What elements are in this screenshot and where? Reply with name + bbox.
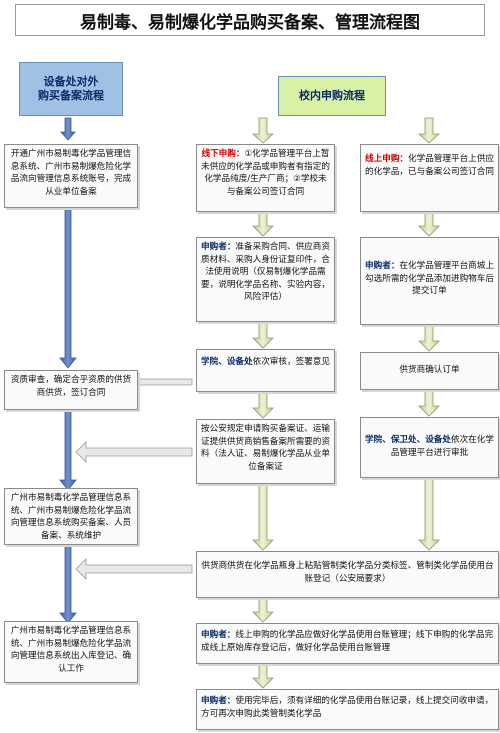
online-applicant-box: 申购者：在化学品管理平台商城上勾选所需的化学品添加进购物车后提交订单 <box>360 237 499 325</box>
online-applicant-text: 在化学品管理平台商城上勾选所需的化学品添加进购物车后提交订单 <box>365 261 494 296</box>
online-apply-prefix: 线上申购： <box>365 154 409 164</box>
applicant-return-prefix: 申购者： <box>201 696 236 706</box>
header-left: 设备处对外 购买备案流程 <box>19 62 123 116</box>
offline-apply-text: ①化学品管理平台上暂未供应的化学品或申购者有指定的化学品纯度/生产厂商；②学校未… <box>201 149 330 197</box>
offline-review-prefix: 学院、设备处 <box>201 357 253 367</box>
online-green-arrows <box>417 117 441 551</box>
offline-review-box: 学院、设备处依次审核，签署意见 <box>196 349 335 392</box>
applicant-return-text: 使用完毕后，须有详细的化学品使用台账记录，线上提交问收申请，方可再次申购此类管制… <box>201 696 494 719</box>
left-blue-arrows <box>59 117 77 624</box>
online-approval-prefix: 学院、保卫处、设备处 <box>365 435 451 445</box>
left-box-system-account: 开通广州市易制毒化学品管理信息系统、广州市易制爆危险化学品流向管理信息系统账号，… <box>4 144 138 208</box>
offline-applicant-text: 准备采购合同、供应商资质材料、采购人身份证复印件，合法使用说明（仅易制爆化学品需… <box>201 242 330 302</box>
online-apply-text: 化学品管理平台上供应的化学品，已与备案公司签订合同 <box>365 154 494 177</box>
left-box-qualification-review: 资质审查，确定合乎资质的供货商供货，签订合同 <box>4 370 138 410</box>
applicant-ledger-prefix: 申购者： <box>201 630 236 640</box>
header-right: 校内申购流程 <box>278 76 386 116</box>
offline-green-arrows <box>251 117 275 689</box>
online-applicant-prefix: 申购者： <box>365 261 400 271</box>
supplier-delivery-box: 供货商供货在化学品瓶身上粘贴管制类化学品分类标签、管制类化学品使用台账登记（公安… <box>196 551 499 598</box>
online-supplier-confirm-box: 供货商确认订单 <box>360 352 499 390</box>
applicant-ledger-text: 线上申购的化学品应做好化学品使用台账管理；线下申购的化学品完成线上原始库存登记后… <box>201 630 494 653</box>
left-box-purchase-filing: 广州市易制毒化学品管理信息系统、广州市易制爆危险化学品流向管理信息系统购买备案、… <box>4 488 138 545</box>
offline-applicant-prefix: 申购者： <box>201 242 236 252</box>
offline-applicant-box: 申购者：准备采购合同、供应商资质材料、采购人身份证复印件，合法使用说明（仅易制爆… <box>196 237 335 322</box>
online-approval-box: 学院、保卫处、设备处依次在化学品管理平台进行审批 <box>360 417 499 478</box>
offline-certificate-box: 按公安规定申请购买备案证、运输证提供供货商销售备案所需要的资料（法人证、易制爆化… <box>196 419 335 484</box>
online-apply-box: 线上申购：化学品管理平台上供应的化学品，已与备案公司签订合同 <box>360 144 499 212</box>
online-approval-text: 依次在化学品管理平台进行审批 <box>390 435 494 458</box>
offline-apply-prefix: 线下申购： <box>201 149 245 159</box>
left-box-stock-registration: 广州市易制毒化学品管理信息系统、广州市易制爆危险化学品流向管理信息系统出入库登记… <box>4 621 138 683</box>
applicant-return-box: 申购者：使用完毕后，须有详细的化学品使用台账记录，线上提交问收申请，方可再次申购… <box>196 689 499 730</box>
offline-review-text: 依次审核，签署意见 <box>252 357 330 367</box>
applicant-ledger-box: 申购者：线上申购的化学品应做好化学品使用台账管理；线下申购的化学品完成线上原始库… <box>196 623 499 664</box>
offline-apply-box: 线下申购：①化学品管理平台上暂未供应的化学品或申购者有指定的化学品纯度/生产厂商… <box>196 144 335 212</box>
page-title: 易制毒、易制爆化学品购买备案、管理流程图 <box>15 4 485 36</box>
